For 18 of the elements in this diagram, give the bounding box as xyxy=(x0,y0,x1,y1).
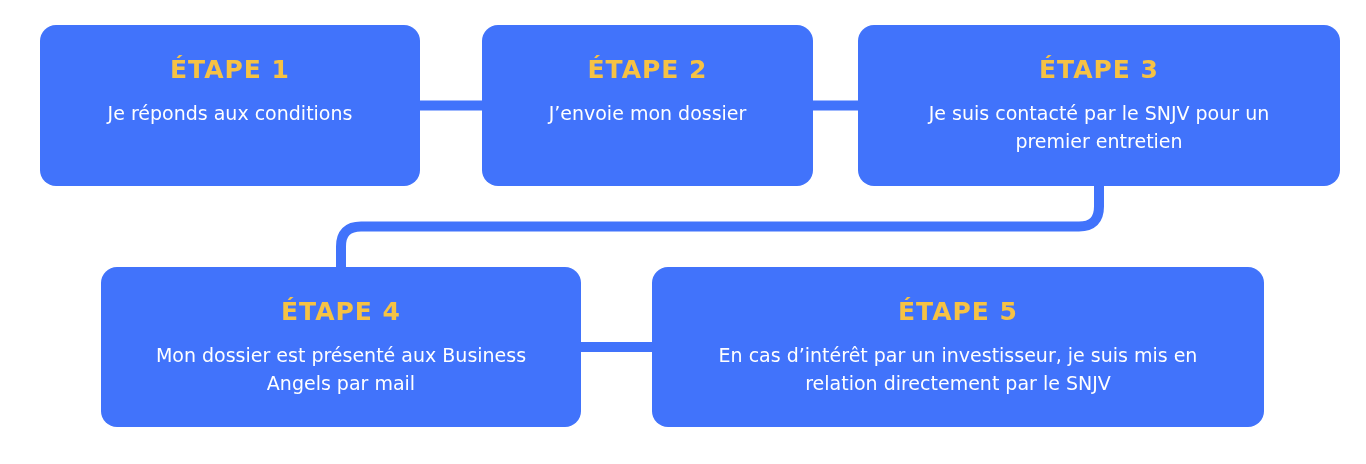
step-description: Mon dossier est présenté aux Business Angels par mail xyxy=(154,343,528,396)
connector-line xyxy=(420,100,482,111)
step-description: Je réponds aux conditions xyxy=(107,101,353,126)
step-card xyxy=(40,25,420,186)
step-title: ÉTAPE 4 xyxy=(280,297,401,327)
step-title: ÉTAPE 3 xyxy=(1038,55,1159,85)
step-description: J’envoie mon dossier xyxy=(548,101,747,126)
step-card xyxy=(652,267,1264,427)
step-card xyxy=(858,25,1340,186)
step-title: ÉTAPE 1 xyxy=(169,55,290,85)
step-card xyxy=(482,25,813,186)
step-description: Je suis contacté par le SNJV pour un premier entretien xyxy=(926,101,1271,154)
connector-line xyxy=(581,342,652,352)
step-card xyxy=(101,267,581,427)
step-title: ÉTAPE 2 xyxy=(587,55,708,85)
step-description: En cas d’intérêt par un investisseur, je suis mis en relation directement par le SNJV xyxy=(717,343,1199,396)
connector-line xyxy=(813,100,858,111)
step-title: ÉTAPE 5 xyxy=(897,297,1018,327)
